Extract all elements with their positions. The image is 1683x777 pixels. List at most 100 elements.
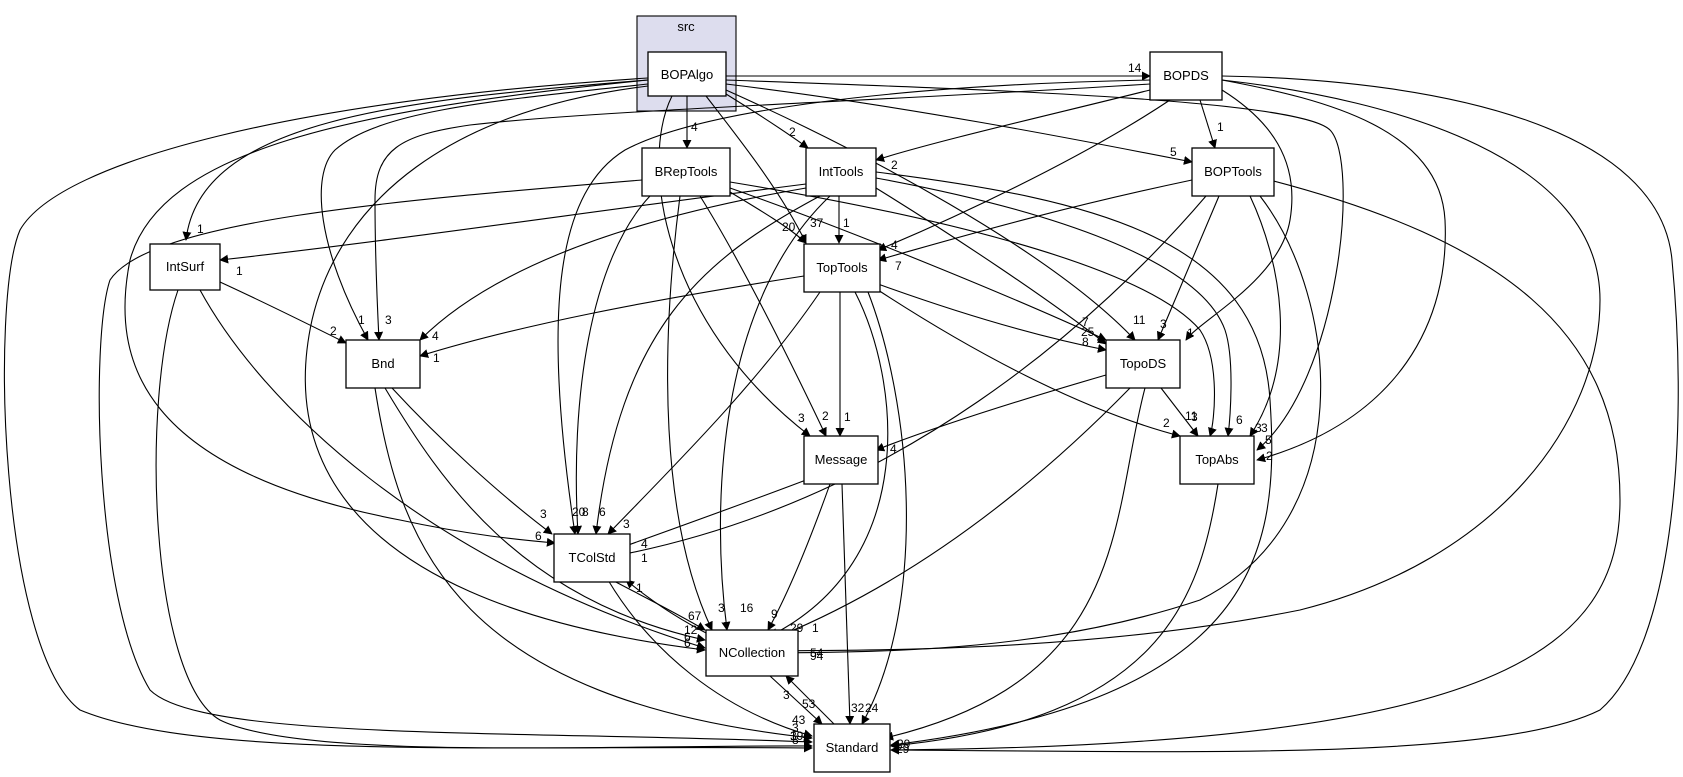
edge-inttools-intsurf[interactable]: 1 bbox=[219, 183, 807, 278]
edge-boptools-tcolstd[interactable]: 1 bbox=[619, 195, 1207, 565]
edge-inttools-standard[interactable]: 29 bbox=[875, 171, 1273, 751]
edge-label: 2 bbox=[891, 158, 898, 172]
edge-label: 24 bbox=[865, 701, 879, 715]
edge-breptools-topabs[interactable]: 3 bbox=[729, 181, 1217, 437]
edge-label: 4 bbox=[691, 120, 698, 134]
edge-breptools-toptools[interactable]: 20 bbox=[729, 191, 807, 244]
node-bopalgo[interactable]: BOPAlgo bbox=[647, 51, 727, 97]
edge-bopds-topabs[interactable]: 5 bbox=[1221, 79, 1446, 463]
edge-boptools-topods[interactable]: 3 bbox=[1157, 195, 1220, 341]
node-standard[interactable]: Standard bbox=[813, 723, 891, 773]
edge-label: 6 bbox=[684, 630, 691, 644]
edge-bopalgo-bnd[interactable]: 1 bbox=[320, 83, 649, 341]
edge-toptools-topods[interactable]: 7 bbox=[877, 283, 1107, 353]
edge-label: 1 bbox=[1217, 120, 1224, 134]
edge-bopalgo-breptools[interactable]: 4 bbox=[682, 96, 698, 149]
edge-ncollection-tcolstd[interactable]: 1 bbox=[625, 579, 713, 637]
edge-bopds-bnd[interactable]: 3 bbox=[374, 83, 1151, 341]
edge-label: 6 bbox=[599, 505, 606, 519]
edge-topabs-standard[interactable] bbox=[890, 483, 1219, 750]
edge-standard-ncollection[interactable]: 53 bbox=[785, 675, 835, 725]
edge-bopds-toptools[interactable]: 7 bbox=[877, 99, 1171, 273]
edge-bopds-tcolstd[interactable]: 20 bbox=[557, 79, 1151, 535]
edge-inttools-ncollection[interactable]: 16 bbox=[719, 195, 831, 631]
node-breptools[interactable]: BRepTools bbox=[641, 147, 731, 197]
edge-label: 6 bbox=[684, 636, 691, 650]
edge-message-ncollection[interactable]: 9 bbox=[767, 483, 831, 631]
edge-breptools-message[interactable]: 2 bbox=[699, 195, 829, 437]
node-topods[interactable]: TopoDS bbox=[1105, 339, 1181, 389]
edge-topods-message[interactable]: 4 bbox=[875, 374, 1107, 456]
edge-bopalgo-topabs[interactable]: 3 bbox=[725, 79, 1344, 451]
edge-breptools-standard[interactable]: 43 bbox=[98, 179, 813, 747]
node-label: BOPTools bbox=[1204, 164, 1262, 179]
edge-label: 4 bbox=[891, 238, 898, 252]
edge-inttools-tcolstd[interactable]: 6 bbox=[592, 195, 821, 535]
edge-topods-ncollection[interactable]: 1 bbox=[769, 387, 1131, 642]
edge-bopalgo-intsurf[interactable]: 1 bbox=[182, 79, 649, 241]
edge-label: 3 bbox=[385, 313, 392, 327]
edge-bnd-standard[interactable]: 3 bbox=[374, 387, 813, 742]
edge-boptools-standard[interactable]: 2 bbox=[890, 179, 1621, 755]
edge-bopalgo-inttools[interactable]: 2 bbox=[725, 93, 809, 149]
edge-bopalgo-topods[interactable]: 11 bbox=[725, 89, 1146, 341]
edge-label: 53 bbox=[802, 697, 816, 711]
node-ncollection[interactable]: NCollection bbox=[705, 629, 799, 677]
node-tcolstd[interactable]: TColStd bbox=[553, 533, 631, 583]
edge-bopalgo-toptools[interactable]: 37 bbox=[705, 95, 824, 244]
edge-toptools-tcolstd[interactable]: 3 bbox=[607, 291, 821, 535]
edge-tcolstd-ncollection[interactable]: 67 bbox=[611, 579, 706, 631]
edge-bnd-tcolstd[interactable]: 3 bbox=[391, 387, 553, 535]
node-inttools[interactable]: IntTools bbox=[805, 147, 877, 197]
edge-bopalgo-bopds[interactable]: 14 bbox=[726, 61, 1151, 81]
edge-intsurf-bnd[interactable]: 2 bbox=[219, 281, 347, 344]
edge-label: 3 bbox=[1261, 421, 1268, 435]
edge-message-tcolstd[interactable]: 4 bbox=[619, 479, 807, 551]
nodes: BOPAlgo BOPDS BRepTools IntTools BOPTool… bbox=[149, 51, 1275, 773]
node-bnd[interactable]: Bnd bbox=[345, 339, 421, 389]
edge-breptools-tcolstd[interactable]: 8 bbox=[573, 195, 651, 535]
edge-toptools-bnd[interactable]: 1 bbox=[419, 275, 805, 365]
edge-intsurf-standard[interactable]: 8 bbox=[155, 289, 813, 751]
node-topabs[interactable]: TopAbs bbox=[1179, 435, 1255, 485]
edge-bopalgo-message[interactable]: 3 bbox=[658, 95, 811, 437]
edge-toptools-topabs[interactable]: 2 bbox=[877, 289, 1181, 439]
edge-label: 20 bbox=[782, 220, 796, 234]
node-message[interactable]: Message bbox=[803, 435, 879, 485]
edge-toptools-message[interactable]: 1 bbox=[835, 292, 851, 437]
edge-message-standard[interactable] bbox=[841, 483, 855, 725]
edge-breptools-topods[interactable]: 25 bbox=[729, 187, 1107, 341]
edge-label: 3 bbox=[783, 688, 790, 702]
edge-bopalgo-tcolstd[interactable]: 6 bbox=[124, 79, 649, 547]
edge-label: 2 bbox=[1266, 449, 1273, 463]
node-intsurf[interactable]: IntSurf bbox=[149, 243, 221, 291]
edge-inttools-toptools[interactable]: 1 bbox=[834, 196, 850, 244]
edge-topods-topabs[interactable]: 11 bbox=[1160, 387, 1199, 437]
edge-label: 3 bbox=[540, 507, 547, 521]
edge-tcolstd-standard[interactable]: 1 bbox=[607, 579, 813, 743]
node-bopds[interactable]: BOPDS bbox=[1149, 51, 1223, 101]
edge-label: 37 bbox=[810, 216, 824, 230]
edge-boptools-topabs[interactable]: 3 bbox=[1249, 195, 1281, 437]
edge-intsurf-ncollection[interactable]: 12 bbox=[199, 289, 706, 650]
node-boptools[interactable]: BOPTools bbox=[1191, 147, 1275, 197]
edge-bopalgo-boptools[interactable]: 5 bbox=[725, 83, 1193, 165]
edge-label: 1 bbox=[236, 264, 243, 278]
edge-toptools-standard[interactable]: 32 bbox=[851, 291, 907, 725]
edge-bopds-topods[interactable]: 1 bbox=[1185, 89, 1293, 341]
edge-bopds-inttools[interactable]: 2 bbox=[875, 89, 1151, 172]
edge-breptools-ncollection[interactable]: 3 bbox=[667, 195, 725, 631]
edge-ncollection-standard[interactable]: 3 bbox=[769, 675, 823, 725]
edge-inttools-topabs[interactable]: 6 bbox=[875, 177, 1243, 437]
edge-inttools-topods[interactable]: 8 bbox=[875, 187, 1107, 349]
edge-boptools-toptools[interactable]: 4 bbox=[877, 179, 1193, 263]
edge-bopds-standard[interactable]: 29 bbox=[890, 75, 1679, 756]
edge-label: 11 bbox=[1133, 313, 1146, 327]
edge-inttools-bnd[interactable]: 4 bbox=[419, 187, 807, 343]
edge-topods-standard[interactable]: 24 bbox=[865, 387, 1146, 741]
node-toptools[interactable]: TopTools bbox=[803, 243, 881, 293]
edge-boptools-ncollection[interactable]: 54 bbox=[769, 195, 1322, 660]
edge-bopds-boptools[interactable]: 1 bbox=[1199, 99, 1224, 149]
edge-bopalgo-ncollection[interactable]: 6 bbox=[304, 85, 706, 654]
